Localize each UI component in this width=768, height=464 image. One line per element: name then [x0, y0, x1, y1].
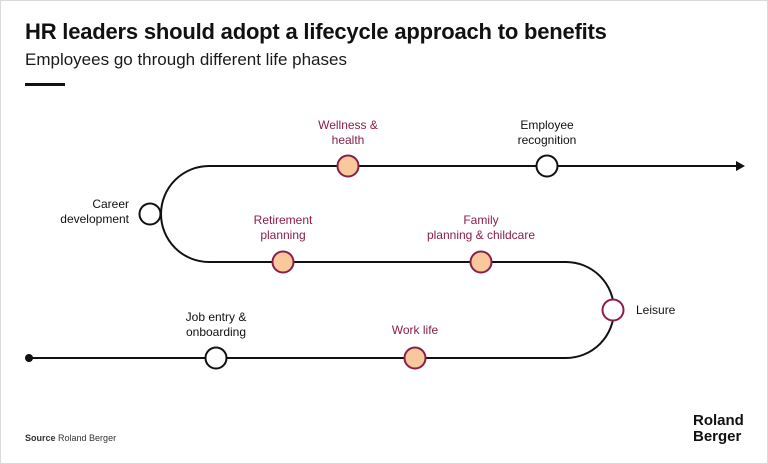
milestone-label-line: planning & childcare: [427, 228, 535, 242]
milestone-label-line: development: [60, 212, 129, 226]
page-subtitle: Employees go through different life phas…: [25, 50, 347, 69]
milestone-label: Leisure: [636, 303, 676, 317]
milestone-marker: [204, 346, 228, 370]
milestone-marker: [535, 154, 559, 178]
milestone-label-line: Retirement: [254, 213, 313, 227]
milestone-label: Work life: [392, 323, 439, 337]
milestone-marker: [469, 250, 493, 274]
milestone-marker: [271, 250, 295, 274]
milestone-label-line: Family: [463, 213, 498, 227]
milestone-label-line: Job entry &: [186, 310, 247, 324]
milestone-label-line: onboarding: [186, 325, 246, 339]
milestone-wellness-health: Wellness &health: [318, 118, 378, 178]
roland-berger-logo: Roland Berger: [693, 413, 744, 445]
path-end-arrow-icon: [736, 161, 745, 171]
source-note: Source Roland Berger: [25, 433, 116, 443]
milestone-label-line: Career: [92, 197, 129, 211]
milestone-label-line: Wellness &: [318, 118, 378, 132]
milestone-marker: [138, 202, 162, 226]
milestone-label-line: Employee: [520, 118, 574, 132]
page-title: HR leaders should adopt a lifecycle appr…: [25, 19, 607, 44]
source-value: Roland Berger: [58, 433, 117, 443]
lifecycle-path: [29, 165, 737, 359]
milestone-label: Job entry &onboarding: [186, 310, 247, 339]
milestone-label-line: recognition: [518, 133, 577, 147]
milestone-label: Wellness &health: [318, 118, 378, 147]
milestone-label-line: Leisure: [636, 303, 676, 317]
milestone-leisure: Leisure: [601, 298, 676, 322]
path-start-dot: [25, 354, 33, 362]
source-label: Source: [25, 433, 56, 443]
milestone-marker: [601, 298, 625, 322]
title-underline: [25, 83, 65, 86]
milestone-label-line: Work life: [392, 323, 439, 337]
logo-line-1: Roland: [693, 412, 744, 429]
milestone-marker: [403, 346, 427, 370]
milestone-marker: [336, 154, 360, 178]
milestone-job-entry-onboarding: Job entry &onboarding: [186, 310, 247, 370]
logo-line-2: Berger: [693, 428, 742, 445]
milestone-work-life: Work life: [392, 323, 439, 370]
milestone-label-line: health: [332, 133, 365, 147]
milestone-label-line: planning: [260, 228, 305, 242]
